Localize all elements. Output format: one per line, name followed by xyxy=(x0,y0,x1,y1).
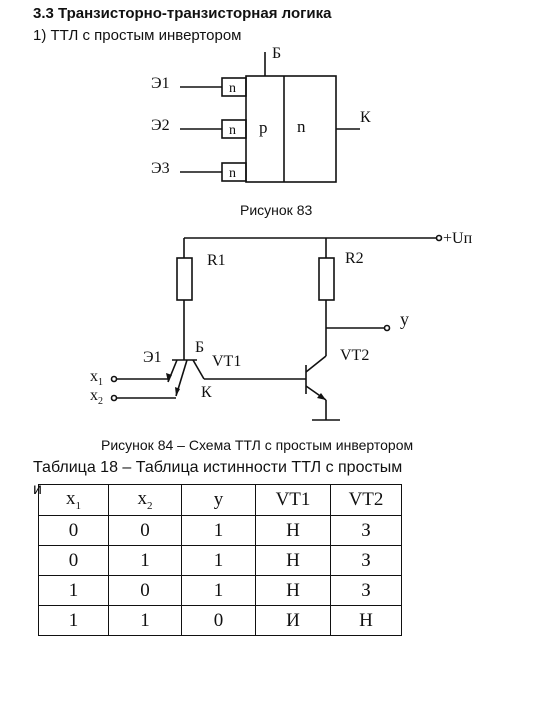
figure-84-caption: Рисунок 84 – Схема ТТЛ с простым инверто… xyxy=(101,437,414,453)
fig84-output-label: y xyxy=(400,309,409,329)
table-cell: 1 xyxy=(181,545,256,576)
table-cell: 0 xyxy=(181,605,256,636)
table-cell: Н xyxy=(255,515,331,546)
table-row: 0 0 1 Н З xyxy=(38,515,402,546)
table-cell: 0 xyxy=(108,575,182,606)
fig84-vt1-label: VT1 xyxy=(212,353,241,370)
fig83-n-region-3: n xyxy=(229,166,236,181)
fig84-input-x1-label: x1 xyxy=(90,368,103,388)
figure-83-caption: Рисунок 83 xyxy=(240,202,313,218)
fig84-vt2-label: VT2 xyxy=(340,347,369,364)
fig84-e1-label: Э1 xyxy=(143,349,162,366)
table-18-caption: Таблица 18 – Таблица истинности ТТЛ с пр… xyxy=(33,459,403,476)
table-cell: З xyxy=(330,515,402,546)
header-vt2: VT2 xyxy=(330,484,402,516)
fig84-r2-label: R2 xyxy=(345,250,364,267)
fig83-n-region-1: n xyxy=(229,81,236,96)
table-cell: Н xyxy=(255,545,331,576)
table-cell: 1 xyxy=(38,605,109,636)
table-cell: 1 xyxy=(38,575,109,606)
fig83-emitter2-label: Э2 xyxy=(151,117,170,134)
section-heading: 3.3 Транзисторно-транзисторная логика xyxy=(33,5,332,22)
table-cell: И xyxy=(255,605,331,636)
table-cell: З xyxy=(330,545,402,576)
table-row: 1 0 1 Н З xyxy=(38,575,402,606)
table-cell: Н xyxy=(330,605,402,636)
fig83-emitter3-label: Э3 xyxy=(151,160,170,177)
table-cell: 0 xyxy=(38,545,109,576)
header-vt1: VT1 xyxy=(255,484,331,516)
table-row: 1 1 0 И Н xyxy=(38,605,402,636)
fig83-emitter1-label: Э1 xyxy=(151,75,170,92)
fig84-r1-label: R1 xyxy=(207,252,226,269)
header-y: y xyxy=(181,484,256,516)
table-cell: З xyxy=(330,575,402,606)
table-cell: 0 xyxy=(108,515,182,546)
table-row: 0 1 1 Н З xyxy=(38,545,402,576)
truth-table-header-row: x1 x2 y VT1 VT2 xyxy=(38,484,402,516)
fig83-n-region-2: n xyxy=(229,123,236,138)
table-18-caption-continuation: и xyxy=(33,481,42,498)
table-cell: 1 xyxy=(181,575,256,606)
fig84-input-x2-label: x2 xyxy=(90,387,103,407)
fig83-base-label: Б xyxy=(272,45,281,62)
fig84-base-label: Б xyxy=(195,339,204,356)
fig84-collector-label: К xyxy=(201,384,212,401)
fig83-n-region-collector: n xyxy=(297,117,306,136)
section-subheading: 1) ТТЛ с простым инвертором xyxy=(33,27,242,44)
table-cell: 1 xyxy=(181,515,256,546)
table-cell: 1 xyxy=(108,605,182,636)
truth-table: x1 x2 y VT1 VT2 0 0 1 Н З 0 1 1 Н З 1 0 … xyxy=(38,484,402,636)
fig84-supply-label: +Uп xyxy=(443,230,473,247)
figure-84-circuit-diagram: +Uп R1 R2 y Э1 Б VT1 К VT2 x1 x2 xyxy=(90,230,473,421)
table-cell: 1 xyxy=(108,545,182,576)
fig83-p-region: p xyxy=(259,118,268,137)
header-x1: x1 xyxy=(38,484,109,516)
fig83-collector-label: К xyxy=(360,109,371,126)
figure-83-structure-diagram: Э1 Э2 Э3 n n n p n Б К xyxy=(151,45,371,183)
table-cell: Н xyxy=(255,575,331,606)
table-cell: 0 xyxy=(38,515,109,546)
header-x2: x2 xyxy=(108,484,182,516)
